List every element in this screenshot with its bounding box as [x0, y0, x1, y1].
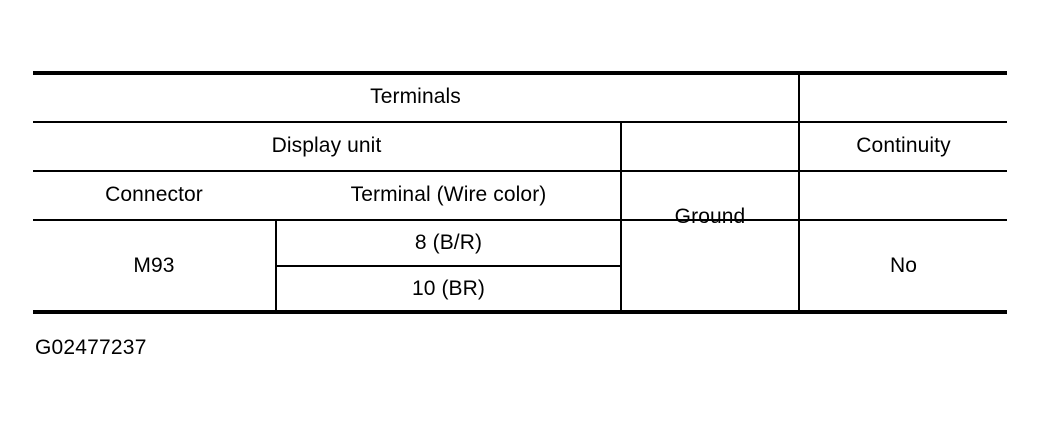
cell-terminal-value-0: 8 (B/R) [414, 230, 483, 254]
header-connector: Connector [105, 183, 203, 207]
table-bottom-border [33, 310, 1007, 314]
header-display-unit: Display unit [271, 134, 382, 158]
row-divider-display-unit [33, 170, 1007, 172]
cell-continuity-value: No [889, 254, 918, 278]
cell-connector-value: M93 [133, 254, 175, 278]
figure-id-caption: G02477237 [35, 336, 147, 359]
column-divider-ground [620, 121, 622, 312]
row-divider-terminals [33, 121, 1007, 123]
column-divider-connector [275, 219, 277, 312]
continuity-table: Terminals Display unit Continuity Connec… [33, 71, 1007, 314]
header-continuity: Continuity [856, 133, 951, 157]
cell-ground: Ground [674, 205, 746, 229]
header-terminal-wire-color: Terminal (Wire color) [350, 183, 547, 207]
row-divider-column-headers [33, 219, 1007, 221]
cell-terminal-value-1: 10 (BR) [411, 277, 486, 301]
row-divider-terminal-values [275, 265, 620, 267]
table-top-border [33, 71, 1007, 75]
header-terminals: Terminals [370, 84, 461, 108]
column-divider-continuity [798, 71, 800, 312]
